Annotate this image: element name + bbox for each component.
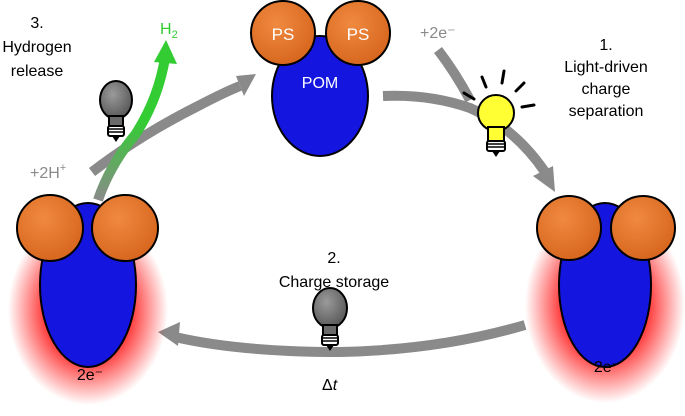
step-storage-line1: Charge storage — [279, 274, 389, 291]
arrow-top-to-right-head — [533, 166, 555, 192]
ps-sphere-right — [325, 0, 391, 66]
step-storage-label: 2. Charge storage — [279, 250, 389, 291]
step-separation-number: 1. — [599, 37, 612, 54]
lightbulb-off-icon — [99, 80, 133, 142]
step-release-label: 3. Hydrogen release — [2, 15, 71, 80]
step-separation-label: 1. Light-driven charge separation — [564, 37, 648, 120]
h2-base: H — [160, 21, 172, 38]
molecule-right: 2e⁻ — [525, 195, 685, 403]
protons-in-label: +2H+ — [30, 162, 66, 182]
step-release-line1: Hydrogen — [2, 39, 71, 56]
electrons-in-label: +2e⁻ — [420, 25, 456, 42]
ps-sphere-left — [250, 0, 316, 66]
pom-body — [271, 35, 369, 157]
arrow-top-to-right — [382, 90, 550, 175]
step-release-line2: release — [11, 63, 64, 80]
time-symbol: Δ — [322, 377, 333, 394]
time-variable: t — [333, 377, 338, 394]
ps-left-label: PS — [272, 25, 295, 44]
ps-sphere-left-a — [16, 194, 84, 262]
h2-sub: 2 — [172, 29, 178, 41]
arrow-right-to-left — [173, 320, 527, 358]
step-release-number: 3. — [30, 15, 43, 32]
arrow-h2-release — [93, 57, 170, 202]
h2-label: H2 — [160, 21, 178, 41]
ps-sphere-right-a — [536, 195, 602, 261]
arrow-left-to-top-head — [236, 74, 256, 96]
step-separation-line3: separation — [569, 103, 644, 120]
protons-in-sup: + — [60, 162, 66, 174]
lightbulb-off-icon — [312, 287, 348, 351]
arrow-right-to-left-head — [158, 322, 180, 346]
charge-label-left: 2e⁻ — [77, 367, 103, 384]
step-separation-line1: Light-driven — [564, 59, 648, 76]
protons-in-base: +2H — [30, 165, 60, 182]
time-label: Δt — [322, 377, 338, 394]
pom-label: POM — [302, 75, 338, 92]
ps-sphere-right-b — [610, 195, 676, 261]
molecule-left: 2e⁻ — [8, 194, 168, 405]
ps-sphere-left-b — [91, 194, 159, 262]
molecule-top: PS PS POM — [250, 0, 391, 157]
ps-right-label: PS — [347, 25, 370, 44]
arrow-h2-release-head — [154, 40, 177, 64]
step-separation-line2: charge — [582, 81, 631, 98]
lightbulb-on-icon — [462, 69, 536, 157]
step-storage-number: 2. — [327, 250, 340, 267]
charge-label-right: 2e⁻ — [594, 359, 620, 376]
